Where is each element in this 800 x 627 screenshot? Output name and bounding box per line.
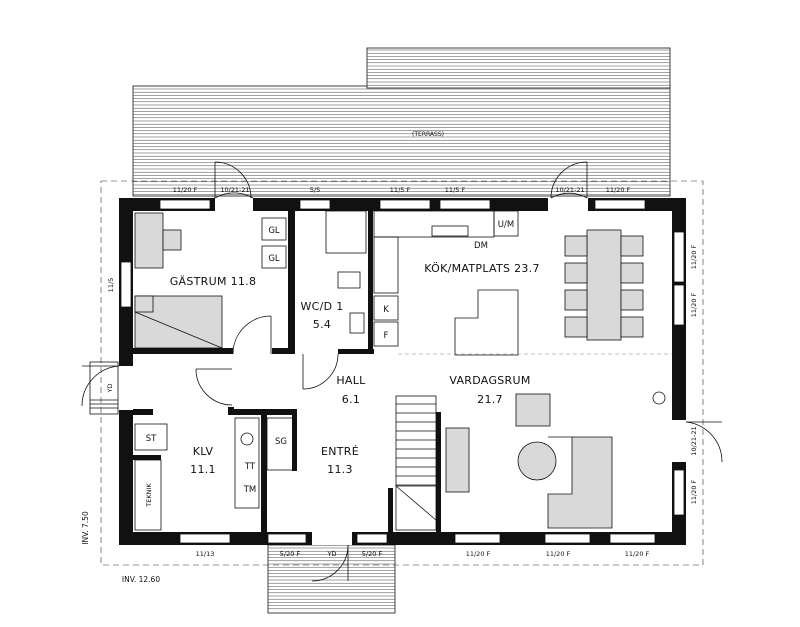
dining-chair — [620, 235, 644, 257]
fixture-k: K — [383, 305, 389, 315]
room-wc-area: 5.4 — [313, 318, 331, 331]
dining-chair — [564, 289, 588, 311]
window-label-bottom: 11/20 F — [625, 550, 650, 558]
window-label-bottom: 5/20 F — [280, 550, 301, 558]
side-steps — [89, 361, 119, 415]
dining-chair — [620, 262, 644, 284]
window-label-top: 10/21-21 — [555, 186, 584, 194]
window-label-top: 11/5 F — [445, 186, 466, 194]
room-kok-name: KÖK/MATPLATS 23.7 — [424, 262, 540, 275]
fixture-gl-top: GL — [268, 226, 280, 236]
roof-outline — [100, 180, 704, 566]
fixture-tt: TT — [244, 462, 256, 472]
interior-walls — [133, 211, 441, 534]
fixture-um: U/M — [498, 220, 514, 230]
dining-chair — [564, 316, 588, 338]
window-label-bottom: 11/20 F — [466, 550, 491, 558]
fixture-st: ST — [146, 434, 157, 444]
room-wc-name: WC/D 1 — [300, 300, 343, 313]
entry-steps — [267, 544, 396, 614]
fixture-f: F — [384, 331, 389, 341]
fixture-sg: SG — [275, 437, 287, 447]
window-label-right: 11/20 F — [690, 292, 698, 317]
window-label-right: 10/21-21 — [690, 426, 698, 455]
room-hall-name: HALL — [336, 374, 366, 387]
room-klv-area: 11.1 — [190, 463, 216, 476]
window-label-right: 11/20 F — [690, 479, 698, 504]
window-label-top: 10/21-21 — [220, 186, 249, 194]
window-label-top: 11/5 F — [390, 186, 411, 194]
window-label-bottom: 11/20 F — [546, 550, 571, 558]
window-label-left: 11/5 — [107, 278, 115, 293]
fixture-yd-front: YD — [327, 550, 337, 558]
dining-chair — [620, 316, 644, 338]
furniture — [134, 210, 644, 531]
window-label-bottom: 11/13 — [196, 550, 215, 558]
dining-chair — [620, 289, 644, 311]
fixture-gl-bottom: GL — [268, 254, 280, 264]
windows — [120, 199, 685, 544]
window-label-top: 11/20 F — [606, 186, 631, 194]
window-label-top: 5/5 — [310, 186, 320, 194]
fixture-tm: TM — [243, 485, 257, 495]
terrace: (TERRASS) — [132, 47, 671, 197]
door-openings — [119, 198, 686, 545]
window-label-right: 11/20 F — [690, 244, 698, 269]
room-entre-area: 11.3 — [327, 463, 353, 476]
room-gastrum-name: GÄSTRUM 11.8 — [170, 275, 257, 288]
dining-chair — [564, 235, 588, 257]
lamp-icon — [652, 391, 666, 405]
fixture-teknik: TEKNIK — [145, 483, 153, 508]
level-label-bottom: INV. 12.60 — [122, 575, 160, 584]
door-swings — [81, 161, 723, 582]
window-label-top: 11/20 F — [173, 186, 198, 194]
dining-chair — [564, 262, 588, 284]
room-entre-name: ENTRÉ — [321, 445, 359, 458]
room-vardagsrum-name: VARDAGSRUM — [449, 374, 530, 387]
room-hall-area: 6.1 — [342, 393, 360, 406]
room-vardagsrum-area: 21.7 — [477, 393, 503, 406]
terrace-label: (TERRASS) — [412, 131, 444, 138]
level-label-side: INV. 7.50 — [81, 511, 90, 545]
fixture-dm: DM — [474, 241, 488, 251]
window-label-bottom: 5/20 F — [362, 550, 383, 558]
room-klv-name: KLV — [193, 445, 214, 458]
fixture-yd-side: YD — [106, 384, 114, 394]
